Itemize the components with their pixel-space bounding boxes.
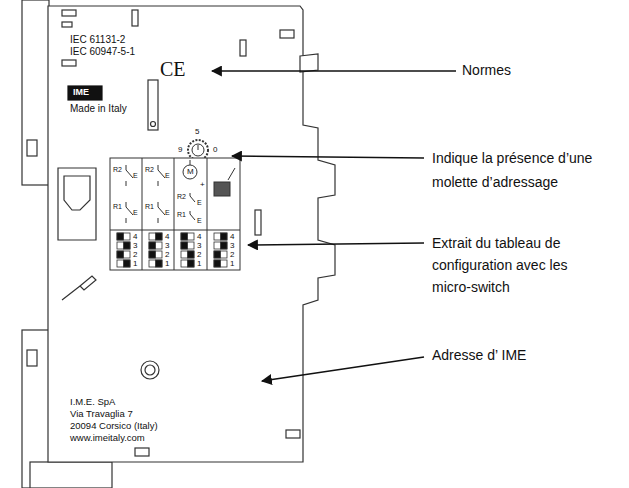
origin-label: Made in Italy [70,103,127,115]
switch-lever [214,260,221,267]
switch-lever [117,251,124,258]
switch-number: 4 [197,232,201,241]
terminal-label: R2 [113,166,122,174]
callout-text: Indique la présence d’une molette d’adre… [432,146,597,194]
terminal-label: R1 [145,203,154,211]
micro-switch [149,242,162,249]
micro-switch [214,260,227,267]
micro-switch [149,251,162,258]
micro-switch [117,242,130,249]
terminal-label: R2 [177,193,186,201]
switch-number: 1 [197,259,201,268]
brand-logo: IME [73,87,89,97]
dial-number: 5 [195,127,199,136]
switch-lever [149,242,156,249]
switch-number: 2 [197,250,201,259]
switch-lever [149,251,156,258]
micro-switch [181,242,194,249]
switch-lever [221,242,228,249]
switch-number: 3 [133,241,137,250]
micro-switch [117,251,130,258]
micro-switch [181,233,194,240]
micro-switch [214,242,227,249]
micro-switch [181,251,194,258]
switch-number: 2 [133,250,137,259]
micro-switch [214,233,227,240]
switch-lever [181,233,188,240]
switch-lever [188,251,195,258]
switch-number: 4 [165,232,169,241]
terminal-label: R2 [145,166,154,174]
dial-number: 0 [213,145,217,154]
switch-number: 2 [230,250,234,259]
terminal-label: E [133,209,138,217]
switch-number: 3 [197,241,201,250]
switch-number: 4 [230,232,234,241]
switch-number: 4 [133,232,137,241]
callout-text: Normes [462,62,511,78]
switch-lever [124,260,131,267]
callout-text: Extrait du tableau de configuration avec… [432,232,597,298]
standard-label: IEC 60947-5-1 [70,46,135,58]
switch-number: 3 [230,241,234,250]
switch-lever [181,242,188,249]
terminal-label: E [165,209,170,217]
micro-switch [214,251,227,258]
callout-text: Adresse d’ IME [432,347,526,363]
address-line: Via Travaglia 7 [70,409,133,420]
micro-switch [181,260,194,267]
switch-lever [156,260,163,267]
address-line: www.imeitaly.com [70,433,145,444]
switch-number: 2 [165,250,169,259]
switch-number: 3 [165,241,169,250]
terminal-label: E [197,199,202,207]
terminal-label: E [165,172,170,180]
switch-lever [156,233,163,240]
terminal-label: R1 [113,203,122,211]
switch-lever [188,260,195,267]
switch-lever [117,233,124,240]
motor-label: M [187,167,194,176]
switch-number: 1 [230,259,234,268]
address-line: I.M.E. SpA [70,397,115,408]
polarity-label: + [200,180,205,189]
dial-number: 9 [178,145,182,154]
switch-number: 1 [165,259,169,268]
micro-switch [117,260,130,267]
micro-switch [117,233,130,240]
ce-mark: CE [160,58,186,81]
standard-label: IEC 61131-2 [70,34,125,46]
micro-switch [149,233,162,240]
switch-number: 1 [133,259,137,268]
address-line: 20094 Corsico (Italy) [70,421,158,432]
switch-lever [124,242,131,249]
micro-switch [149,260,162,267]
terminal-label: E [133,172,138,180]
terminal-label: R1 [177,211,186,219]
switch-lever [214,251,221,258]
switch-lever [221,233,228,240]
terminal-label: E [197,217,202,225]
